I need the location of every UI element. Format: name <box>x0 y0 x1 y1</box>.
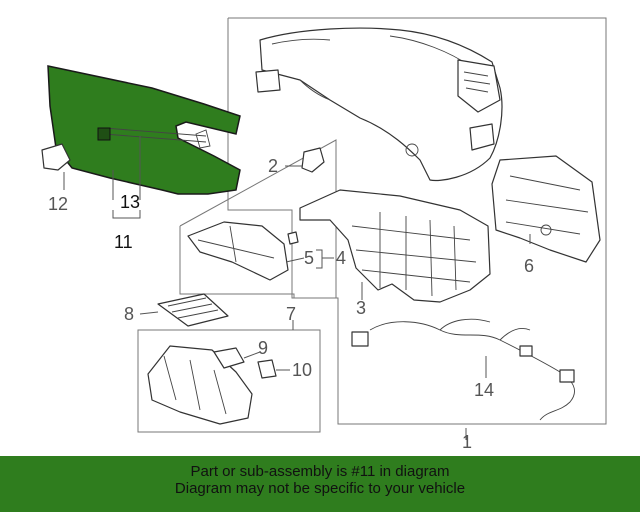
callout-2: 2 <box>268 156 278 176</box>
cap-2 <box>301 147 325 173</box>
mat-8 <box>157 293 229 327</box>
callout-11: 11 <box>114 232 133 252</box>
upper-console <box>255 27 503 182</box>
cap-12 <box>41 143 71 171</box>
assembly-1-frame <box>227 17 607 425</box>
callout-10: 10 <box>292 360 312 380</box>
banner-line-part: Part or sub-assembly is #11 in diagram <box>190 463 450 480</box>
callout-13: 13 <box>120 192 140 212</box>
callout-1: 1 <box>462 432 472 452</box>
group-4-frame <box>179 139 337 299</box>
callout-7: 7 <box>286 304 296 324</box>
callout-5: 5 <box>304 248 314 268</box>
switch-9 <box>213 347 245 369</box>
console-base-3 <box>299 189 491 303</box>
bracket-6 <box>491 155 601 263</box>
callout-3: 3 <box>356 298 366 318</box>
callout-9: 9 <box>258 338 268 358</box>
parts-diagram: 1 2 3 4 5 6 7 8 9 10 11 12 13 14 <box>41 17 607 452</box>
bracket-4 <box>187 221 299 281</box>
info-banner: Part or sub-assembly is #11 in diagram D… <box>0 456 640 512</box>
bezel-10 <box>257 359 277 379</box>
callout-4: 4 <box>336 248 346 268</box>
callout-6: 6 <box>524 256 534 276</box>
callout-12: 12 <box>48 194 68 214</box>
banner-line-disclaimer: Diagram may not be specific to your vehi… <box>174 480 466 497</box>
wiring-harness-14 <box>351 318 575 421</box>
trim-panel-11 <box>47 65 241 195</box>
callout-8: 8 <box>124 304 134 324</box>
leader-lines <box>63 136 531 440</box>
highlighted-part-11 <box>47 65 241 195</box>
callout-14: 14 <box>474 380 494 400</box>
group-7-frame <box>137 329 321 433</box>
